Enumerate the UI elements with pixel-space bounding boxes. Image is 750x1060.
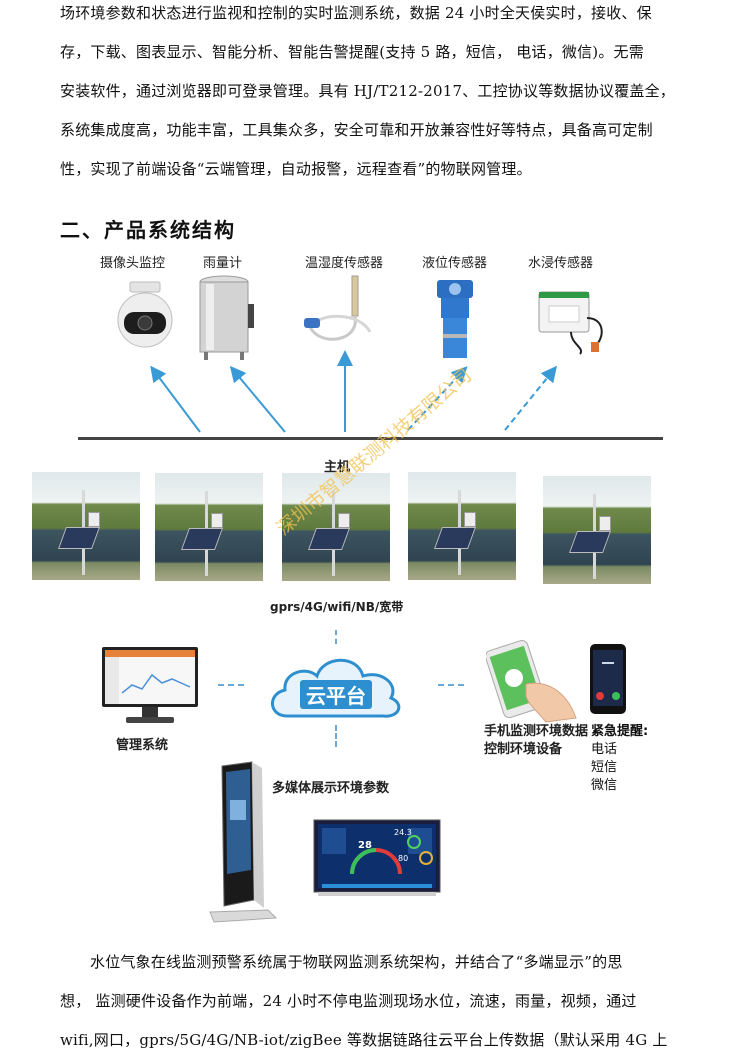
sensor-label-camera: 摄像头监控 [100, 256, 166, 271]
sensor-arrows [150, 350, 558, 433]
alert-item: 电话 [591, 742, 618, 757]
mobile-label: 手机监测环境数据 控制环境设备 [484, 724, 589, 757]
phone-call-icon [590, 644, 626, 714]
intro-line: 安装软件，通过浏览器即可登录管理。具有 HJ/T212-2017、工控协议等数据… [60, 82, 675, 100]
intro-paragraph: 场环境参数和状态进行监视和控制的实时监测系统，数据 24 小时全天侯实时，接收、… [60, 0, 690, 189]
multimedia-label: 多媒体展示环境参数 [272, 781, 390, 796]
alert-block: 紧急提醒: 电话 短信 微信 [591, 723, 648, 795]
kiosk-icon [209, 761, 278, 923]
station-photo [408, 472, 516, 580]
network-label: gprs/4G/wifi/NB/宽带 [270, 600, 404, 614]
outro-paragraph: 水位气象在线监测预警系统属于物联网监测系统架构，并结合了“多端显示”的思 想， … [60, 943, 690, 1060]
screen-value: 80 [398, 854, 409, 863]
temp-humidity-sensor-icon [304, 275, 372, 341]
section-title: 二、产品系统结构 [60, 218, 236, 242]
host-label: 主机 [324, 460, 351, 475]
outro-line: wifi,网口，gprs/5G/4G/NB-iot/zigBee 等数据链路往云… [60, 1031, 668, 1049]
connector-dash [438, 684, 464, 686]
monitor-icon [102, 647, 198, 723]
management-label: 管理系统 [116, 738, 169, 753]
sensor-label-water: 水浸传感器 [528, 256, 594, 271]
connector-dash [218, 684, 244, 686]
outro-line: 想， 监测硬件设备作为前端，24 小时不停电监测现场水位，流速，雨量，视频，通过 [60, 992, 637, 1010]
station-photo [155, 473, 263, 581]
alert-item: 短信 [591, 760, 618, 775]
level-sensor-icon [437, 280, 473, 358]
intro-line: 系统集成度高，功能丰富，工具集众多，安全可靠和开放兼容性好等特点，具备高可定制 [60, 121, 653, 139]
intro-line: 存，下载、图表显示、智能分析、智能告警提醒(支持 5 路，短信， 电话，微信)。… [60, 43, 644, 61]
screen-value: 28 [358, 840, 372, 851]
station-photo [543, 476, 651, 584]
phone-hand-icon [486, 640, 577, 723]
sensor-label-rain: 雨量计 [203, 256, 243, 271]
connector-dash [335, 725, 337, 747]
station-photo [282, 473, 390, 581]
outro-line: 水位气象在线监测预警系统属于物联网监测系统架构，并结合了“多端显示”的思 [90, 953, 623, 971]
alert-item: 微信 [591, 778, 618, 793]
station-photo [32, 472, 140, 580]
camera-icon [117, 281, 173, 348]
bus-line [78, 437, 663, 440]
screen-value: 24.3 [394, 828, 412, 837]
cloud-label: 云平台 [300, 680, 372, 709]
display-screen-icon [313, 819, 441, 896]
connector-dash [335, 630, 337, 644]
intro-line: 性，实现了前端设备“云端管理，自动报警，远程查看”的物联网管理。 [60, 160, 532, 178]
sensor-label-level: 液位传感器 [422, 256, 488, 271]
intro-line: 场环境参数和状态进行监视和控制的实时监测系统，数据 24 小时全天侯实时，接收、… [60, 4, 652, 22]
alert-title: 紧急提醒: [591, 724, 649, 739]
rain-gauge-icon [199, 275, 254, 360]
water-leak-sensor-icon [538, 291, 603, 355]
sensor-label-temp: 温湿度传感器 [305, 256, 384, 271]
